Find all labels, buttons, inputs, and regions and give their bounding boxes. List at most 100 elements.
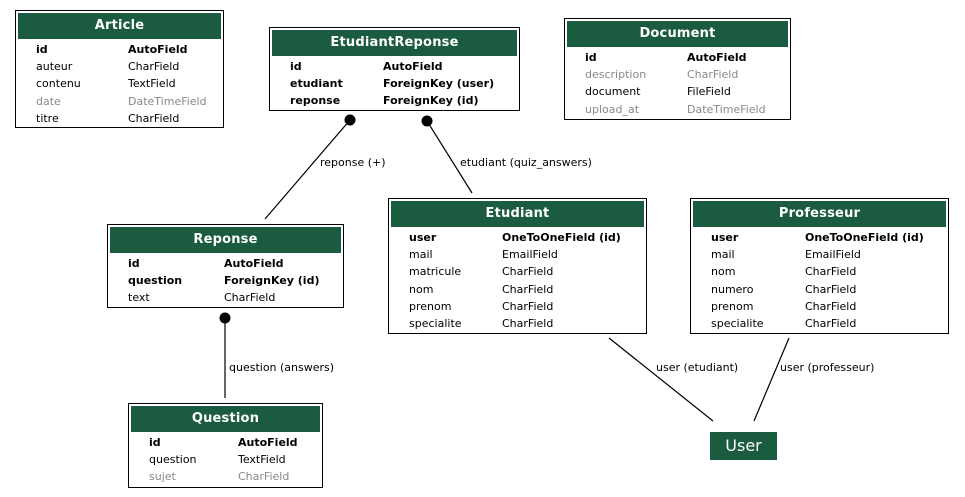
field-type: AutoField bbox=[238, 436, 298, 450]
field-type: TextField bbox=[128, 77, 176, 91]
field-name: id bbox=[36, 43, 48, 57]
edge-label-user-professeur: user (professeur) bbox=[780, 361, 874, 374]
user-node: User bbox=[710, 432, 777, 460]
field-type: CharField bbox=[805, 299, 857, 313]
field-type: ForeignKey (id) bbox=[383, 94, 479, 108]
field-type: CharField bbox=[502, 265, 554, 279]
field-type: CharField bbox=[805, 317, 857, 331]
edge-label-question: question (answers) bbox=[229, 361, 334, 374]
field-type: CharField bbox=[128, 60, 180, 74]
field-row: specialite CharField bbox=[711, 315, 924, 332]
field-row: contenu TextField bbox=[36, 75, 207, 92]
field-type: AutoField bbox=[383, 60, 443, 74]
field-type: DateTimeField bbox=[687, 102, 766, 116]
field-name: prenom bbox=[409, 299, 452, 313]
field-type: FileField bbox=[687, 85, 731, 99]
edge-question: question (answers) bbox=[219, 312, 334, 398]
field-type: EmailField bbox=[805, 248, 861, 262]
field-name: question bbox=[149, 453, 197, 467]
edge-user-professeur: user (professeur) bbox=[753, 337, 874, 422]
field-name: reponse bbox=[290, 94, 341, 108]
field-type: AutoField bbox=[224, 257, 284, 271]
field-name: mail bbox=[409, 248, 433, 262]
field-name: specialite bbox=[409, 317, 462, 331]
model-title: Document bbox=[567, 21, 788, 47]
field-row: question ForeignKey (id) bbox=[128, 272, 319, 289]
field-name: specialite bbox=[711, 317, 764, 331]
model-title: Question bbox=[131, 406, 320, 432]
field-name: id bbox=[128, 257, 140, 271]
edge-label-etudiant: etudiant (quiz_answers) bbox=[460, 156, 592, 169]
model-title: Professeur bbox=[693, 201, 946, 227]
model-title: EtudiantReponse bbox=[272, 30, 517, 56]
field-name: id bbox=[149, 436, 161, 450]
field-row: mail EmailField bbox=[711, 246, 924, 263]
field-name: mail bbox=[711, 248, 735, 262]
field-name: numero bbox=[711, 282, 754, 296]
field-type: CharField bbox=[502, 299, 554, 313]
field-name: prenom bbox=[711, 299, 754, 313]
field-type: OneToOneField (id) bbox=[805, 231, 924, 245]
field-name: upload_at bbox=[585, 102, 640, 116]
model-title: Article bbox=[18, 13, 221, 39]
field-type: CharField bbox=[502, 317, 554, 331]
field-row: matricule CharField bbox=[409, 263, 621, 280]
field-name: nom bbox=[409, 282, 434, 296]
field-name: date bbox=[36, 94, 61, 108]
field-type: CharField bbox=[805, 265, 857, 279]
field-type: CharField bbox=[224, 291, 276, 305]
edge-label-reponse: reponse (+) bbox=[320, 156, 386, 169]
field-type: AutoField bbox=[687, 51, 747, 65]
field-row: user OneToOneField (id) bbox=[711, 229, 924, 246]
field-name: user bbox=[409, 231, 437, 245]
field-row: id AutoField bbox=[585, 49, 766, 66]
field-name: question bbox=[128, 274, 183, 288]
model-title: Etudiant bbox=[391, 201, 644, 227]
field-row: id AutoField bbox=[36, 41, 207, 58]
field-type: ForeignKey (id) bbox=[224, 274, 320, 288]
field-type: CharField bbox=[128, 111, 180, 125]
field-type: AutoField bbox=[128, 43, 188, 57]
field-name: matricule bbox=[409, 265, 462, 279]
edge-etudiant: etudiant (quiz_answers) bbox=[421, 115, 592, 194]
relation-dot-icon bbox=[344, 114, 356, 126]
field-type: CharField bbox=[687, 68, 739, 82]
field-type: EmailField bbox=[502, 248, 558, 262]
field-type: ForeignKey (user) bbox=[383, 77, 495, 91]
field-name: sujet bbox=[149, 470, 176, 484]
field-name: contenu bbox=[36, 77, 81, 91]
field-type: DateTimeField bbox=[128, 94, 207, 108]
field-name: user bbox=[711, 231, 739, 245]
edge-label-user-etudiant: user (etudiant) bbox=[656, 361, 738, 374]
field-name: id bbox=[585, 51, 597, 65]
model-title: Reponse bbox=[110, 227, 341, 253]
field-row: specialite CharField bbox=[409, 315, 621, 332]
field-row: upload_at DateTimeField bbox=[585, 101, 766, 118]
field-row: id AutoField bbox=[149, 434, 298, 451]
field-row: numero CharField bbox=[711, 281, 924, 298]
field-type: CharField bbox=[805, 282, 857, 296]
field-row: prenom CharField bbox=[409, 298, 621, 315]
